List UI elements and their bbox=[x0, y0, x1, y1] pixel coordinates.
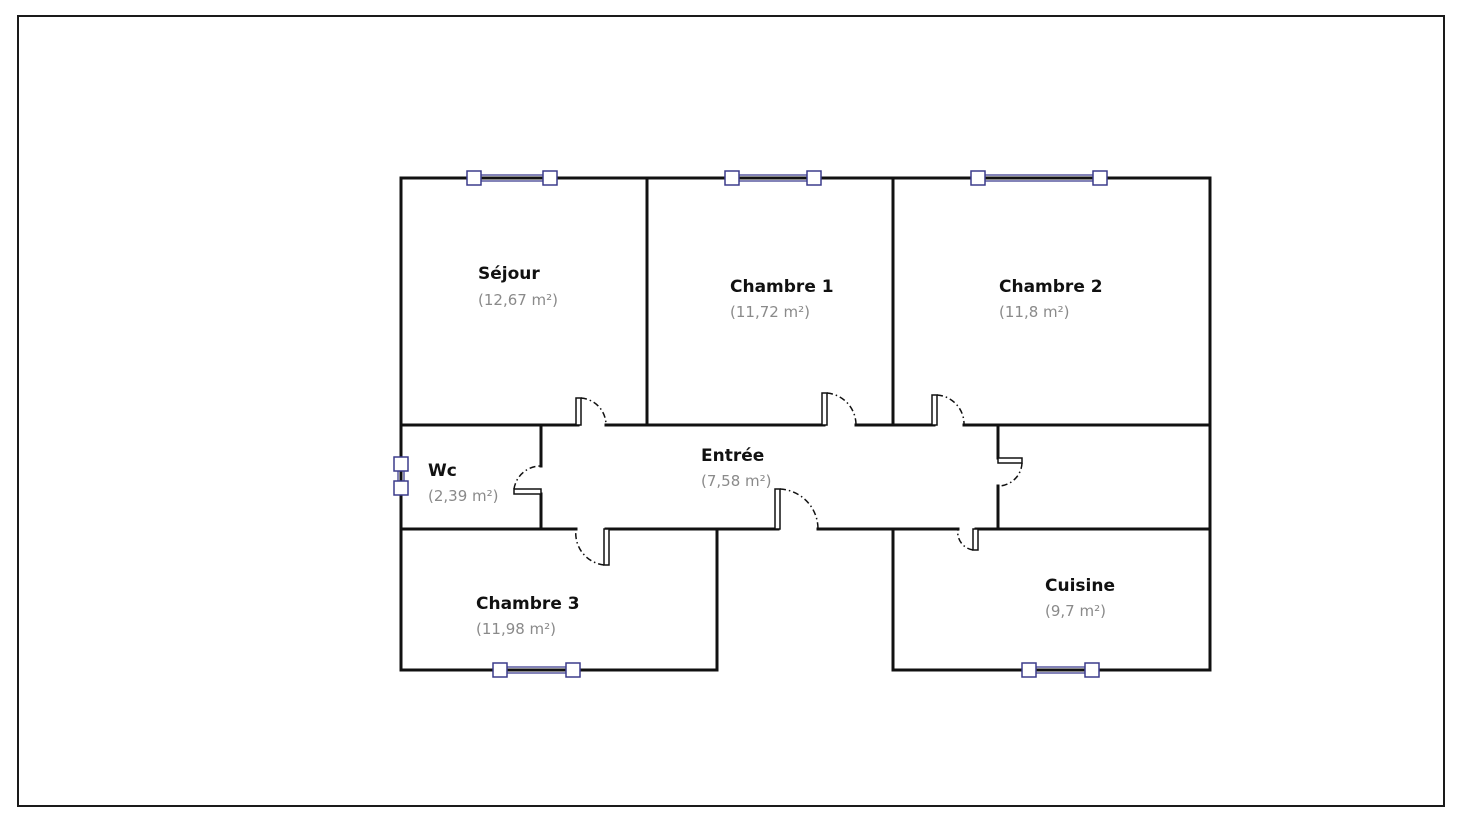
room-area: (12,67 m²) bbox=[478, 291, 558, 309]
room-name: Séjour bbox=[478, 264, 540, 284]
room-cuisine: Cuisine (9,7 m²) bbox=[1045, 576, 1115, 620]
room-name: Chambre 2 bbox=[999, 277, 1103, 297]
door-closet bbox=[997, 457, 1023, 487]
room-area: (7,58 m²) bbox=[701, 472, 772, 490]
door-chambre-3 bbox=[574, 528, 610, 566]
room-area: (11,8 m²) bbox=[999, 303, 1070, 321]
room-chambre-2: Chambre 2 (11,8 m²) bbox=[999, 277, 1103, 321]
door-chambre-2 bbox=[931, 394, 965, 426]
door-entree bbox=[774, 488, 819, 530]
room-entree: Entrée (7,58 m²) bbox=[701, 446, 772, 490]
room-area: (11,98 m²) bbox=[476, 620, 556, 638]
room-area: (2,39 m²) bbox=[428, 487, 499, 505]
window-cuisine bbox=[1021, 662, 1100, 678]
window-wc bbox=[393, 456, 409, 496]
room-wc: Wc (2,39 m²) bbox=[428, 461, 499, 505]
window-chambre-1 bbox=[724, 170, 822, 186]
door-wc bbox=[513, 465, 542, 495]
room-area: (9,7 m²) bbox=[1045, 602, 1106, 620]
room-name: Cuisine bbox=[1045, 576, 1115, 596]
window-chambre-2 bbox=[970, 170, 1108, 186]
window-chambre-3 bbox=[492, 662, 581, 678]
window-sejour bbox=[466, 170, 558, 186]
door-cuisine bbox=[956, 528, 979, 551]
plan-frame bbox=[17, 15, 1445, 807]
room-name: Chambre 1 bbox=[730, 277, 834, 297]
walls bbox=[399, 176, 1212, 672]
room-sejour: Séjour (12,67 m²) bbox=[478, 264, 558, 309]
door-chambre-1 bbox=[821, 392, 857, 426]
room-name: Chambre 3 bbox=[476, 594, 580, 614]
door-sejour bbox=[575, 397, 607, 426]
room-name: Entrée bbox=[701, 446, 764, 466]
room-chambre-1: Chambre 1 (11,72 m²) bbox=[730, 277, 834, 321]
room-area: (11,72 m²) bbox=[730, 303, 810, 321]
room-chambre-3: Chambre 3 (11,98 m²) bbox=[476, 594, 580, 638]
room-name: Wc bbox=[428, 461, 457, 481]
